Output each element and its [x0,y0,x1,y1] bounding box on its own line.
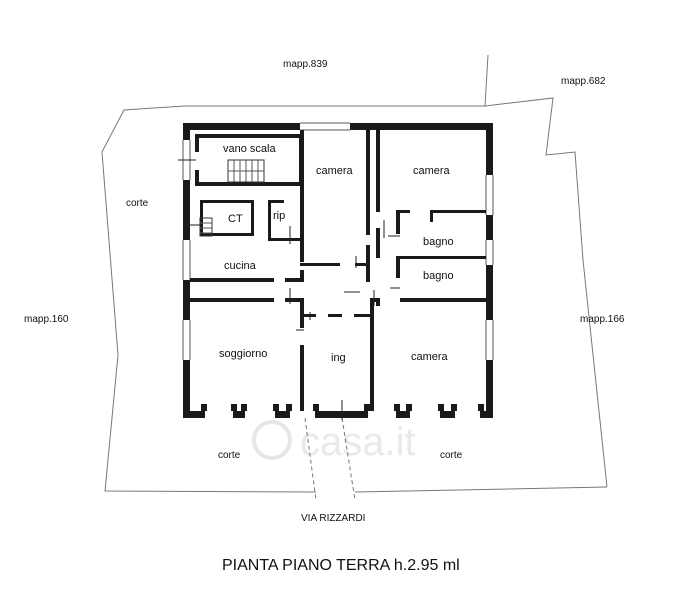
room-label-cucina: cucina [224,260,257,272]
room-label-stair: vano scala [223,143,276,155]
label-east-parcel: mapp.166 [580,314,625,325]
room-label-camera-northeast: camera [413,165,451,177]
room-label-camera-southeast: camera [411,351,449,363]
property-boundary [101,54,608,501]
label-courtyard-south-right: corte [440,450,463,461]
label-courtyard-west: corte [126,198,149,209]
watermark-text: casa.it [300,420,416,464]
label-northeast-parcel: mapp.682 [561,76,606,87]
room-label-bagno-lower: bagno [423,270,454,282]
room-label-rip: rip [273,210,285,222]
room-label-ingresso: ing [331,352,346,364]
staircase [199,159,265,237]
room-label-camera-center: camera [316,165,354,177]
interior-walls [190,130,486,411]
label-courtyard-south-left: corte [218,450,241,461]
label-west-parcel: mapp.160 [24,314,69,325]
plan-title: PIANTA PIANO TERRA h.2.95 ml [222,557,460,574]
watermark: casa.it [252,420,416,464]
room-label-ct: CT [228,213,243,225]
label-street: VIA RIZZARDI [301,513,365,524]
room-label-bagno-upper: bagno [423,236,454,248]
room-label-soggiorno: soggiorno [219,348,267,360]
label-north-parcel: mapp.839 [283,59,328,70]
door-swings [178,159,400,420]
